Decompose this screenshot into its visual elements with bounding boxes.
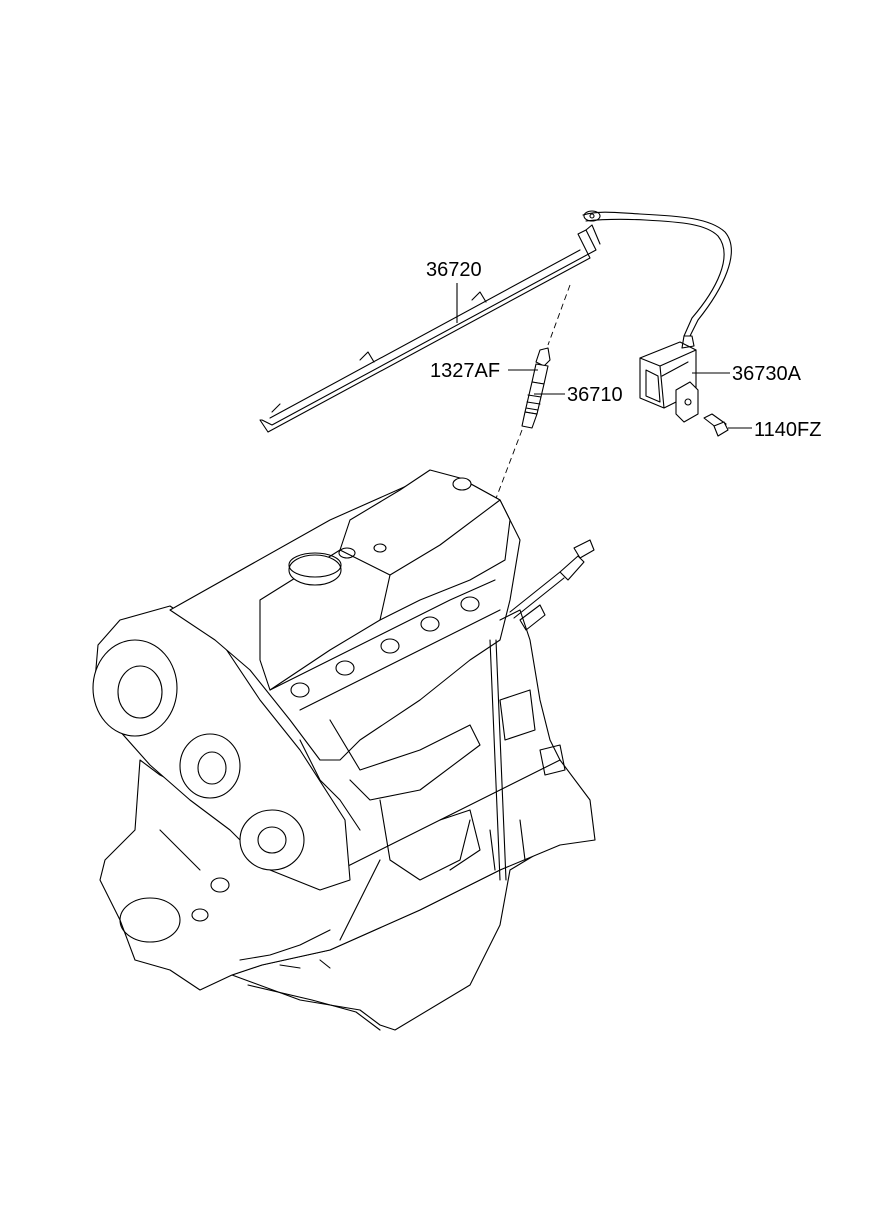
relay-wire [582,210,732,337]
insertion-line-plate [547,284,571,346]
glow-plug [521,347,551,429]
bolt [703,413,729,437]
part-label-36710: 36710 [567,384,623,406]
part-label-36720: 36720 [426,259,482,281]
part-label-36730A: 36730A [732,363,801,385]
leader-lines [456,283,752,429]
engine-assembly [92,469,596,1031]
glow-plug-plate [259,224,601,433]
glow-plug-relay [639,335,699,423]
part-label-1327AF: 1327AF [430,360,501,382]
part-label-1140FZ: 1140FZ [754,419,822,441]
